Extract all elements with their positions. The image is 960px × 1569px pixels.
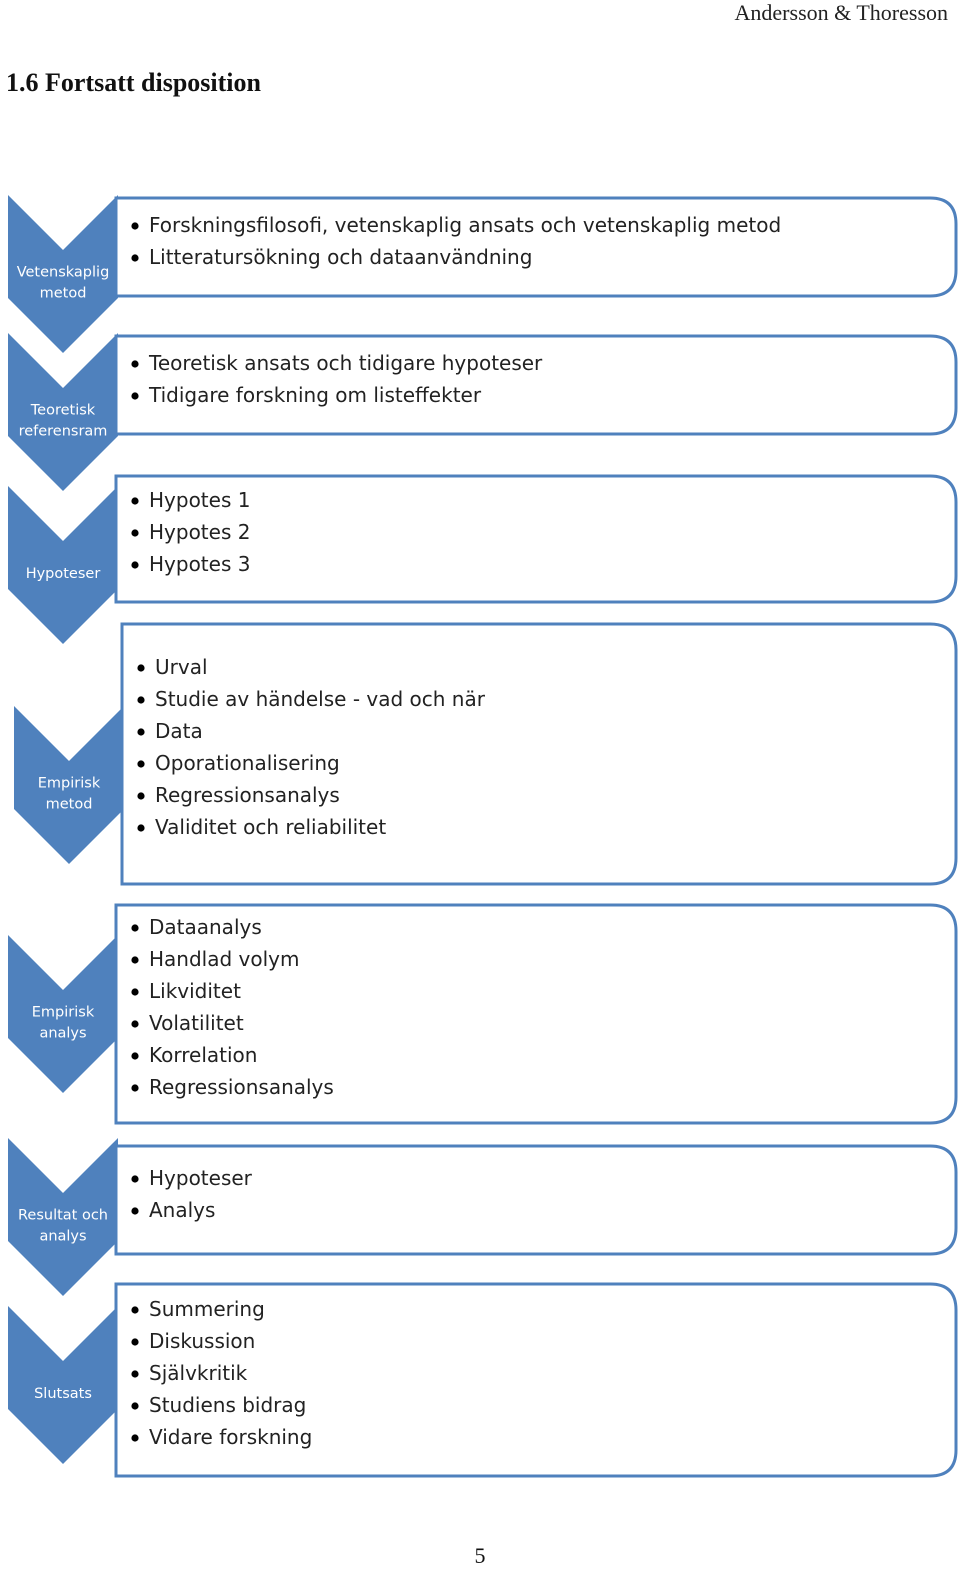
section-title: 1.6 Fortsatt disposition [6, 68, 261, 97]
bullet-icon [137, 824, 145, 832]
chevron-arrow [8, 1138, 118, 1296]
bullet-icon [131, 1020, 139, 1028]
bullet-item: Oporationalisering [155, 751, 340, 775]
bullet-icon [131, 1175, 139, 1183]
step-label: Vetenskaplig [17, 265, 110, 281]
step-label: Teoretisk [30, 403, 96, 419]
bullet-icon [131, 497, 139, 505]
bullet-item: Summering [149, 1297, 265, 1321]
bullet-icon [131, 1084, 139, 1092]
bullet-item: Forskningsfilosofi, vetenskaplig ansats … [149, 213, 781, 237]
bullet-item: Likviditet [149, 979, 241, 1003]
bullet-icon [137, 664, 145, 672]
step-label: analys [39, 1026, 86, 1042]
bullet-item: Hypotes 2 [149, 520, 250, 544]
bullet-icon [131, 1306, 139, 1314]
bullet-item: Regressionsanalys [155, 783, 340, 807]
bullet-icon [131, 1370, 139, 1378]
bullet-item: Tidigare forskning om listeffekter [148, 383, 482, 407]
bullet-item: Dataanalys [149, 915, 262, 939]
bullet-item: Självkritik [149, 1361, 248, 1385]
content-box [114, 334, 958, 436]
bullet-icon [131, 254, 139, 262]
bullet-item: Vidare forskning [149, 1425, 312, 1449]
bullet-item: Volatilitet [149, 1011, 244, 1035]
bullet-icon [131, 1207, 139, 1215]
content-box [114, 196, 958, 298]
step-label: analys [39, 1229, 86, 1245]
bullet-item: Diskussion [149, 1329, 255, 1353]
step-label: Empirisk [32, 1005, 95, 1021]
chevron-arrow [14, 706, 124, 864]
bullet-icon [131, 956, 139, 964]
step-label: Slutsats [34, 1386, 92, 1402]
content-box [114, 1282, 958, 1478]
bullet-icon [131, 222, 139, 230]
bullet-item: Analys [149, 1198, 215, 1222]
chevron-arrow [8, 935, 118, 1093]
bullet-item: Validitet och reliabilitet [155, 815, 386, 839]
flow-step: Teoretisk referensram Teoretisk ansats och… [8, 333, 958, 491]
bullet-item: Teoretisk ansats och tidigare hypoteser [148, 351, 543, 375]
step-label: Hypoteser [26, 566, 101, 582]
chevron-arrow [8, 195, 118, 353]
bullet-item: Handlad volym [149, 947, 299, 971]
content-box [114, 903, 958, 1125]
bullet-icon [137, 792, 145, 800]
bullet-icon [137, 760, 145, 768]
flow-step: Slutsats SummeringDiskussionSjälvkritikSt… [8, 1282, 958, 1478]
bullet-icon [131, 392, 139, 400]
bullet-item: Studie av händelse - vad och när [155, 687, 486, 711]
step-label: Resultat och [18, 1208, 108, 1224]
bullet-item: Hypotes 1 [149, 488, 250, 512]
bullet-icon [131, 924, 139, 932]
content-box [120, 622, 958, 886]
chevron-arrow [8, 1306, 118, 1464]
page-header-author: Andersson & Thoresson [734, 0, 948, 25]
bullet-item: Litteratursökning och dataanvändning [149, 245, 532, 269]
page-number: 5 [474, 1543, 486, 1568]
content-box [114, 474, 958, 604]
step-label: metod [40, 286, 87, 302]
step-label: metod [46, 797, 93, 813]
bullet-icon [131, 360, 139, 368]
bullet-icon [131, 561, 139, 569]
bullet-item: Korrelation [149, 1043, 257, 1067]
bullet-item: Hypotes 3 [149, 552, 250, 576]
chevron-arrow [8, 333, 118, 491]
bullet-item: Regressionsanalys [149, 1075, 334, 1099]
bullet-icon [131, 1338, 139, 1346]
bullet-icon [131, 1434, 139, 1442]
bullet-item: Data [155, 719, 203, 743]
bullet-item: Hypoteser [149, 1166, 253, 1190]
content-box [114, 1144, 958, 1256]
bullet-icon [131, 529, 139, 537]
flow-step: Hypoteser Hypotes 1 Hypotes 2 Hypotes 3 [8, 474, 958, 644]
bullet-icon [131, 1052, 139, 1060]
bullet-item: Urval [155, 655, 208, 679]
bullet-icon [131, 988, 139, 996]
bullet-icon [137, 728, 145, 736]
step-label: Empirisk [38, 776, 101, 792]
bullet-icon [137, 696, 145, 704]
flow-step: Vetenskaplig metod Forskningsfilosofi, vet… [8, 195, 958, 353]
step-label: referensram [19, 424, 108, 440]
bullet-icon [131, 1402, 139, 1410]
chevron-arrow [8, 486, 118, 644]
bullet-item: Studiens bidrag [149, 1393, 306, 1417]
